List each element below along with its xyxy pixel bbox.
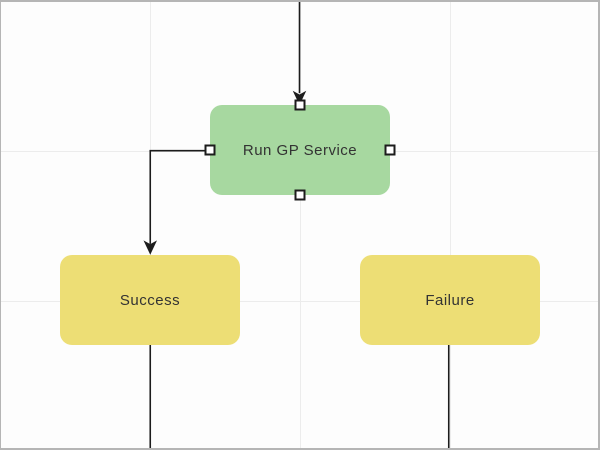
node-failure[interactable]: Failure (360, 255, 540, 345)
connection-handle-top[interactable] (294, 99, 306, 111)
connection-handle-right[interactable] (384, 144, 396, 156)
node-success-label: Success (119, 291, 181, 309)
arrowhead-icon (143, 240, 158, 255)
connector-run-gp-service-to-success[interactable] (149, 149, 210, 244)
node-run-gp-service-label: Run GP Service (242, 141, 358, 159)
connection-handle-bottom[interactable] (294, 189, 306, 201)
connection-handle-left[interactable] (204, 144, 216, 156)
arrowhead-icon (292, 90, 307, 106)
node-run-gp-service[interactable]: Run GP Service (204, 99, 396, 201)
node-success[interactable]: Success (60, 255, 240, 345)
node-failure-label: Failure (425, 291, 475, 309)
